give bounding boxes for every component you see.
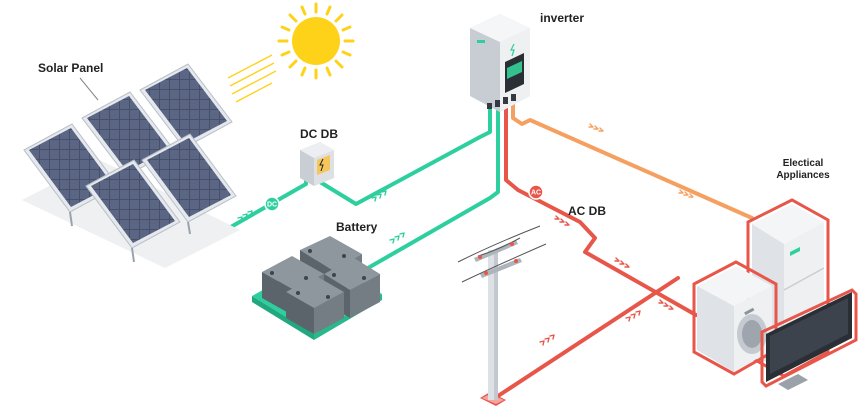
grid-line	[496, 276, 680, 398]
inverter-label: inverter	[540, 11, 584, 25]
battery-line	[366, 102, 500, 270]
sun-icon	[227, 2, 355, 103]
appliances-label-line2: Appliances	[776, 170, 830, 181]
dc-badge: DC	[264, 196, 280, 212]
battery-label: Battery	[336, 220, 378, 234]
dc-db-box-icon	[300, 142, 334, 186]
dc-db-label: DC DB	[300, 127, 338, 141]
solar-panel-icon	[22, 63, 240, 268]
ac-badge: AC	[528, 184, 544, 200]
ac-db-label: AC DB	[568, 204, 606, 218]
ac-output-line	[504, 102, 698, 317]
utility-pole-icon	[457, 225, 547, 406]
battery-icon	[252, 236, 382, 340]
washing-machine-icon	[692, 260, 778, 376]
connection-lines	[178, 102, 754, 398]
television-icon	[760, 288, 858, 390]
ac-badge-label: AC	[531, 190, 541, 197]
appliances-label-line1: Electical	[783, 158, 824, 169]
solar-panel-label: Solar Panel	[38, 61, 103, 75]
inverter-icon	[470, 14, 530, 112]
dc-badge-label: DC	[267, 202, 277, 209]
dc-db-line	[318, 108, 492, 206]
ac-load-line	[511, 102, 754, 220]
solar-panel-pointer	[79, 77, 99, 101]
